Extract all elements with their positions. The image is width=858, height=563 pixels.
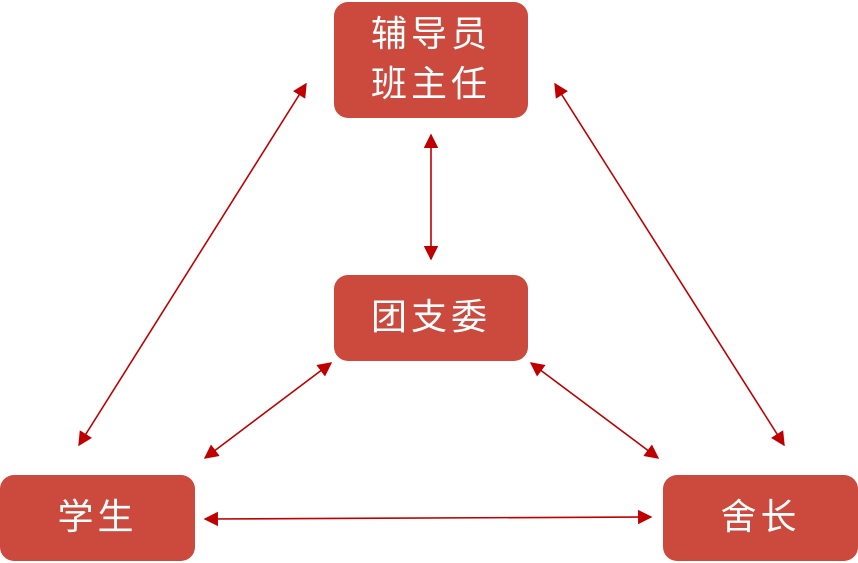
node-student: 学生 [0, 475, 195, 561]
node-dorm-head-label: 舍长 [720, 497, 801, 538]
arrow-student-dorm-head [203, 509, 653, 527]
arrow-counselor-student [78, 82, 307, 447]
node-counselor-line2: 班主任 [370, 64, 491, 105]
node-counselor: 辅导员 班主任 [334, 2, 528, 118]
arrow-counselor-dorm-head [554, 82, 785, 447]
node-counselor-line1: 辅导员 [370, 14, 491, 55]
node-dorm-head: 舍长 [663, 475, 858, 561]
node-student-label: 学生 [57, 497, 138, 538]
node-league-label: 团支委 [370, 297, 491, 338]
node-league-committee: 团支委 [334, 275, 528, 361]
arrow-league-student [203, 362, 333, 459]
arrow-league-dorm-head [529, 362, 660, 459]
